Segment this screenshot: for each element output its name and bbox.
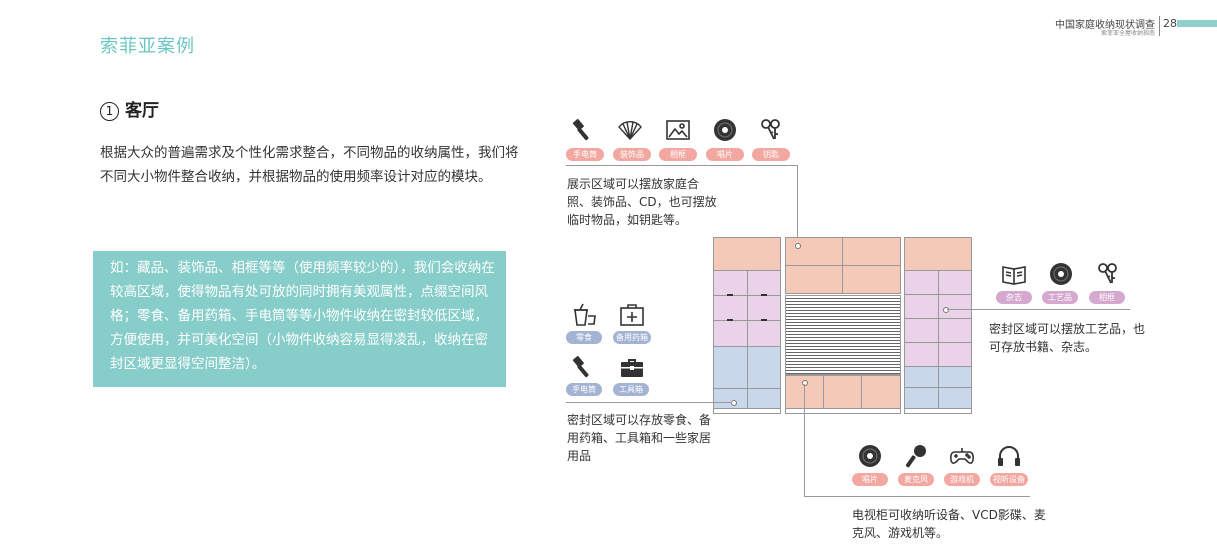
report-title: 中国家庭收纳现状调查 (1055, 20, 1155, 31)
heading-number: 1 (100, 102, 119, 121)
keys-icon (758, 117, 784, 143)
disc-icon (712, 117, 738, 143)
disc-icon (1048, 261, 1074, 287)
cabinet-base (713, 408, 781, 414)
medicine-box-icon (619, 302, 645, 328)
tag-label: 相框 (1089, 291, 1125, 304)
leader-line (804, 384, 805, 497)
tag-label: 工具箱 (613, 383, 649, 396)
flashlight-icon (571, 354, 597, 380)
tag-label: 唱片 (706, 148, 744, 161)
header-divider (1159, 16, 1160, 36)
cabinet-right (904, 237, 972, 409)
report-subtitle: 索菲亚全屋收纳指南 (1100, 30, 1155, 37)
right-group-description: 密封区域可以摆放工艺品，也可存放书籍、杂志。 (989, 322, 1146, 354)
connector-dot (795, 243, 801, 249)
cabinet-left (713, 237, 781, 409)
book-icon (1001, 261, 1027, 287)
disc-icon (857, 443, 883, 469)
callout-box (93, 251, 506, 387)
leader-line (566, 165, 798, 166)
tag-label: 装饰品 (613, 148, 651, 161)
connector-dot (731, 400, 737, 406)
tag-label: 杂志 (996, 291, 1032, 304)
tag-label: 备用药箱 (613, 331, 651, 344)
tv-cabinet-base (785, 408, 901, 414)
gamepad-icon (949, 443, 975, 469)
connector-dot (943, 307, 949, 313)
callout-text: 如：藏品、装饰品、相框等等（使用频率较少的），我们会收纳在较高区域，使得物品有处… (110, 260, 495, 372)
page-number: 28 (1163, 17, 1177, 30)
intro-paragraph: 根据大众的普遍需求及个性化需求整合，不同物品的收纳属性，我们将不同大小物件整合收… (100, 145, 519, 185)
leader-line (797, 165, 798, 245)
tag-label: 游戏机 (944, 473, 980, 486)
bottom-group-description: 电视柜可收纳听设备、VCD影碟、麦克风、游戏机等。 (852, 508, 1046, 540)
fan-icon (617, 117, 643, 143)
tag-label: 唱片 (852, 473, 888, 486)
tag-label: 钥匙 (752, 148, 790, 161)
microphone-icon (903, 443, 929, 469)
section-heading: 1 客厅 (100, 96, 159, 121)
tag-label: 相框 (659, 148, 697, 161)
tag-label: 工艺品 (1042, 291, 1078, 304)
leader-line (566, 402, 732, 403)
tag-label: 手电筒 (566, 148, 604, 161)
toolbox-icon (619, 354, 645, 380)
cabinet-base (904, 408, 972, 414)
tag-label: 手电筒 (566, 383, 602, 396)
tag-label: 零食 (566, 331, 602, 344)
headphones-icon (996, 443, 1022, 469)
snack-cup-icon (571, 302, 597, 328)
leader-line (804, 496, 1030, 497)
leader-line (947, 309, 1130, 310)
header-accent-bar (1177, 20, 1217, 27)
picture-frame-icon (665, 117, 691, 143)
heading-text: 客厅 (125, 101, 159, 121)
keys-icon (1095, 261, 1121, 287)
flashlight-icon (571, 117, 597, 143)
tag-label: 视听设备 (990, 473, 1028, 486)
top-group-description: 展示区域可以摆放家庭合照、装饰品、CD，也可摆放临时物品，如钥匙等。 (567, 177, 717, 227)
connector-dot (802, 380, 808, 386)
section-title: 索菲亚案例 (100, 36, 195, 57)
left-group-description: 密封区域可以存放零食、备用药箱、工具箱和一些家居用品 (567, 413, 712, 463)
tag-label: 麦克风 (898, 473, 934, 486)
cabinet-center (785, 237, 901, 409)
